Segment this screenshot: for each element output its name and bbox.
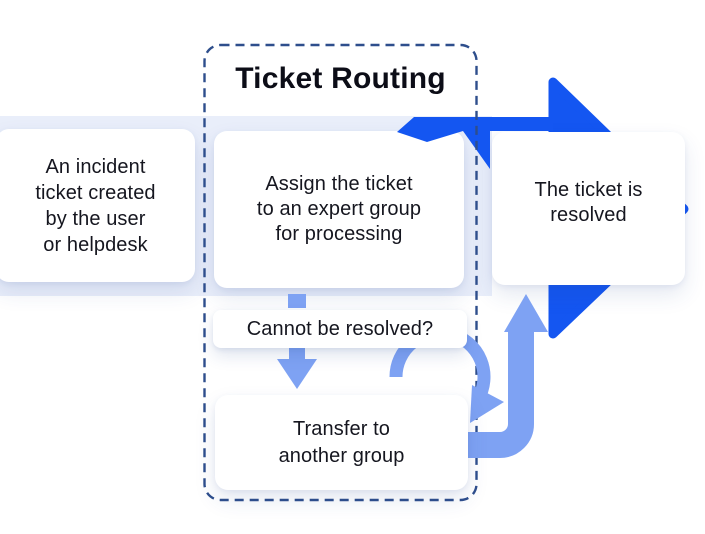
card-assign-line3: for processing (275, 223, 403, 245)
card-resolved: The ticket is resolved (492, 132, 685, 285)
card-assign-line2: to an expert group (256, 198, 422, 220)
card-transfer-line1: Transfer to (292, 417, 391, 440)
card-incident-text: An incident ticket created by the user o… (35, 154, 155, 258)
card-resolved-line2: resolved (550, 203, 627, 226)
card-assign-line1: Assign the ticket (265, 173, 413, 195)
card-resolved-line1: The ticket is (534, 178, 643, 201)
card-assign-text: Assign the ticket to an expert group for… (257, 172, 421, 247)
card-incident-line4: or helpdesk (43, 233, 148, 256)
card-transfer: Transfer to another group (215, 395, 468, 490)
card-assign: Assign the ticket to an expert group for… (214, 131, 464, 288)
card-incident-line2: ticket created (35, 181, 156, 204)
question-label: Cannot be resolved? (213, 310, 467, 348)
card-incident: An incident ticket created by the user o… (0, 129, 195, 282)
uturn-up-arrow-icon (462, 294, 548, 458)
card-transfer-line2: another group (278, 444, 405, 467)
card-resolved-text: The ticket is resolved (535, 178, 643, 228)
question-label-text: Cannot be resolved? (246, 317, 434, 340)
card-transfer-text: Transfer to another group (279, 416, 405, 470)
card-incident-line1: An incident (45, 155, 146, 178)
group-title: Ticket Routing (235, 62, 446, 95)
card-incident-line3: by the user (45, 207, 146, 230)
